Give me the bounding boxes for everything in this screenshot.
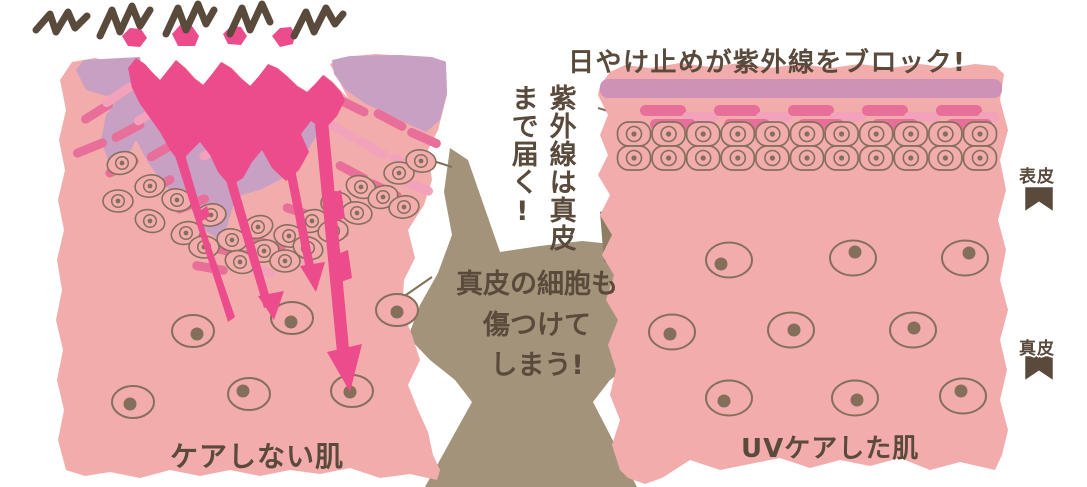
- label-epidermis: 表皮: [1019, 167, 1055, 187]
- epidermis-cells-right: [616, 121, 998, 171]
- layer-ribbons: [1022, 184, 1056, 385]
- label-uncared-skin: ケアしない肌: [170, 440, 345, 473]
- epidermis-band-mauve: [600, 79, 1002, 98]
- dermis-cells-right: [648, 239, 989, 417]
- label-dermis: 真皮: [1019, 339, 1055, 359]
- caption-sunscreen-blocks-uv: 日やけ止めが紫外線をブロック!: [568, 48, 967, 78]
- epidermis-ribbon-icon: [1022, 184, 1056, 216]
- note-cells-damaged: 真皮の細胞も 傷つけて しまう!: [456, 269, 618, 381]
- right-skin-block: [598, 63, 1008, 484]
- dermis-cells-left: [111, 293, 419, 419]
- label-uv-cared-skin: UVケアした肌: [741, 434, 920, 464]
- sun-scribble-icon: [32, 0, 347, 40]
- note-uv-reaches-dermis: 紫外線は真皮まで届く!: [506, 84, 576, 252]
- left-skin-block: [56, 24, 447, 480]
- dermis-ribbon-icon: [1022, 353, 1056, 385]
- uv-ray-arrow-icon: [122, 24, 362, 392]
